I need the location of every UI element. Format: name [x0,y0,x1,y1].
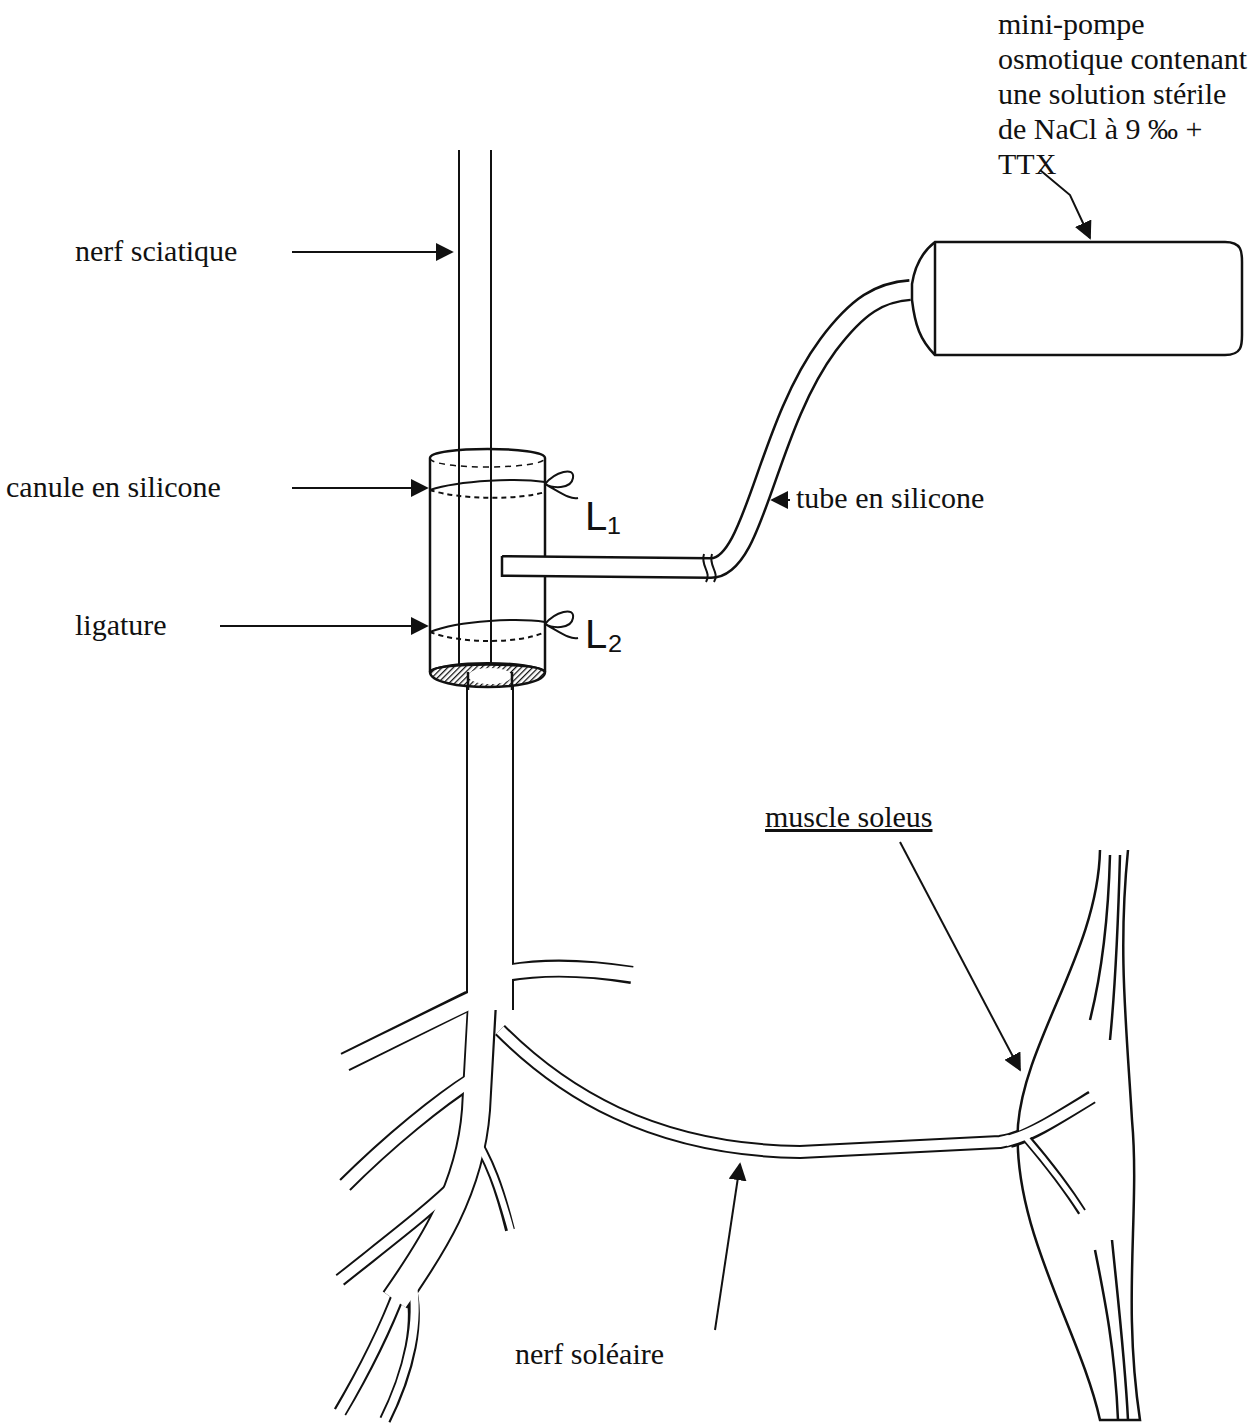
ligature-callout: L₁ [585,494,621,538]
leader-arrow [220,170,1090,1330]
nerve-terminal [1006,1095,1096,1216]
part-label: ligature [75,607,167,642]
ligature-callout: L₂ [585,612,623,656]
part-label: nerf sciatique [75,233,237,268]
part-label: tube en silicone [796,480,984,515]
pump-label: mini-pompe osmotique contenant une solut… [998,6,1250,181]
part-label: nerf soléaire [515,1336,664,1371]
silicone-tube [500,290,912,582]
osmotic-pump [912,242,1242,355]
part-label: canule en silicone [6,469,221,504]
spacer [767,838,985,839]
part-label: muscle soleus [765,799,932,834]
